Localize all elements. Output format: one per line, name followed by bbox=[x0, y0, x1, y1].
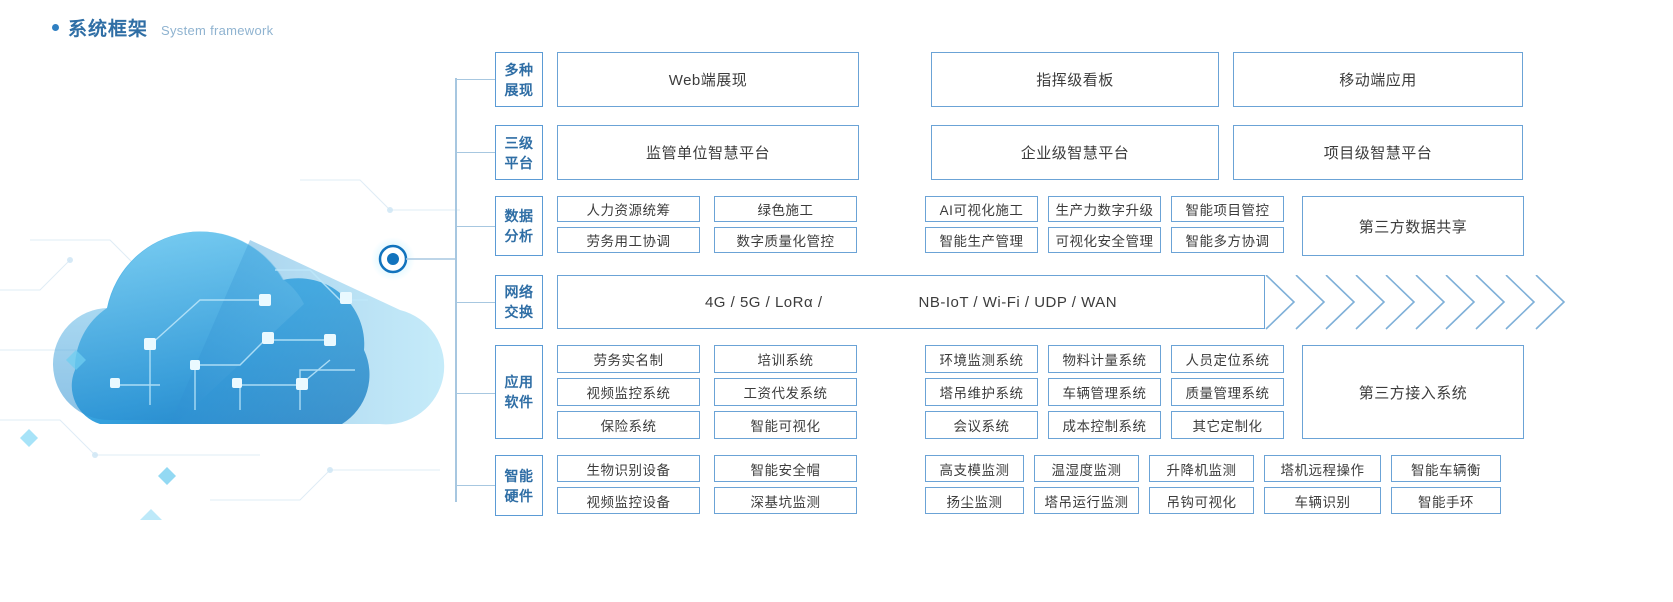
box-insurance-system[interactable]: 保险系统 bbox=[557, 411, 700, 439]
box-command-dashboard[interactable]: 指挥级看板 bbox=[931, 52, 1219, 107]
box-third-party-data-sharing[interactable]: 第三方数据共享 bbox=[1302, 196, 1524, 256]
box-labor-real-name[interactable]: 劳务实名制 bbox=[557, 345, 700, 373]
box-biometric-device[interactable]: 生物识别设备 bbox=[557, 455, 700, 482]
box-digital-quality-control[interactable]: 数字质量化管控 bbox=[714, 227, 857, 253]
row-display: 多种 展现 Web端展现 指挥级看板 移动端应用 bbox=[495, 52, 1523, 107]
box-video-surveillance-device[interactable]: 视频监控设备 bbox=[557, 487, 700, 514]
row-category-application-software: 应用 软件 bbox=[495, 345, 543, 439]
box-smart-wristband[interactable]: 智能手环 bbox=[1391, 487, 1501, 514]
box-other-customization[interactable]: 其它定制化 bbox=[1171, 411, 1284, 439]
box-personnel-positioning-system[interactable]: 人员定位系统 bbox=[1171, 345, 1284, 373]
page-title-cn: 系统框架 bbox=[68, 19, 149, 40]
box-enterprise-platform[interactable]: 企业级智慧平台 bbox=[931, 125, 1219, 180]
row-category-display: 多种 展现 bbox=[495, 52, 543, 107]
box-dust-monitoring[interactable]: 扬尘监测 bbox=[925, 487, 1024, 514]
connector-branch bbox=[455, 79, 495, 80]
row-category-smart-hardware: 智能 硬件 bbox=[495, 455, 543, 516]
box-temperature-humidity-monitoring[interactable]: 温湿度监测 bbox=[1034, 455, 1139, 482]
row-application-software: 应用 软件 劳务实名制 培训系统 环境监测系统 物料计量系统 人员定位系统 视频… bbox=[495, 345, 1522, 439]
box-smart-helmet[interactable]: 智能安全帽 bbox=[714, 455, 857, 482]
network-protocols-right: NB-IoT / Wi-Fi / UDP / WAN bbox=[918, 293, 1118, 311]
box-mobile-app[interactable]: 移动端应用 bbox=[1233, 52, 1523, 107]
box-deep-foundation-pit-monitoring[interactable]: 深基坑监测 bbox=[714, 487, 857, 514]
row-smart-hardware: 智能 硬件 生物识别设备 智能安全帽 高支模监测 温湿度监测 升降机监测 塔机远… bbox=[495, 455, 1670, 516]
row-category-platform: 三级 平台 bbox=[495, 125, 543, 180]
box-network-protocols: 4G / 5G / LoRα / NB-IoT / Wi-Fi / UDP / … bbox=[557, 275, 1265, 329]
box-conference-system[interactable]: 会议系统 bbox=[925, 411, 1038, 439]
box-environment-monitoring-system[interactable]: 环境监测系统 bbox=[925, 345, 1038, 373]
box-tower-crane-operation-monitoring[interactable]: 塔吊运行监测 bbox=[1034, 487, 1139, 514]
box-cost-control-system[interactable]: 成本控制系统 bbox=[1048, 411, 1161, 439]
connector-branch bbox=[455, 393, 495, 394]
row-platform: 三级 平台 监管单位智慧平台 企业级智慧平台 项目级智慧平台 bbox=[495, 125, 1523, 180]
box-payroll-system[interactable]: 工资代发系统 bbox=[714, 378, 857, 406]
row-category-data-analysis: 数据 分析 bbox=[495, 196, 543, 256]
connector-branch bbox=[455, 152, 495, 153]
box-smart-weighbridge[interactable]: 智能车辆衡 bbox=[1391, 455, 1501, 482]
page-title-en: System framework bbox=[161, 23, 274, 38]
connector-spine bbox=[455, 78, 457, 502]
bullet-dot-icon bbox=[52, 24, 59, 31]
cloud-network-illustration bbox=[0, 120, 470, 520]
connector-branch bbox=[455, 226, 495, 227]
box-smart-project-control[interactable]: 智能项目管控 bbox=[1171, 196, 1284, 222]
box-smart-production-management[interactable]: 智能生产管理 bbox=[925, 227, 1038, 253]
box-web-display[interactable]: Web端展现 bbox=[557, 52, 859, 107]
box-training-system[interactable]: 培训系统 bbox=[714, 345, 857, 373]
box-hoist-monitoring[interactable]: 升降机监测 bbox=[1149, 455, 1254, 482]
box-tower-crane-remote-operation[interactable]: 塔机远程操作 bbox=[1264, 455, 1381, 482]
box-productivity-digital-upgrade[interactable]: 生产力数字升级 bbox=[1048, 196, 1161, 222]
row-network: 网络 交换 4G / 5G / LoRα / NB-IoT / Wi-Fi / … bbox=[495, 275, 1265, 329]
connector-branch bbox=[455, 485, 495, 486]
box-visual-safety-management[interactable]: 可视化安全管理 bbox=[1048, 227, 1161, 253]
box-hook-visualization[interactable]: 吊钩可视化 bbox=[1149, 487, 1254, 514]
box-vehicle-management-system[interactable]: 车辆管理系统 bbox=[1048, 378, 1161, 406]
box-third-party-access-system[interactable]: 第三方接入系统 bbox=[1302, 345, 1524, 439]
box-quality-management-system[interactable]: 质量管理系统 bbox=[1171, 378, 1284, 406]
network-protocols-left: 4G / 5G / LoRα / bbox=[704, 293, 823, 311]
box-high-formwork-monitoring[interactable]: 高支模监测 bbox=[925, 455, 1024, 482]
box-smart-multiparty-coordination[interactable]: 智能多方协调 bbox=[1171, 227, 1284, 253]
page-title: 系统框架 System framework bbox=[52, 14, 273, 41]
box-ai-visual-construction[interactable]: AI可视化施工 bbox=[925, 196, 1038, 222]
box-video-surveillance-system[interactable]: 视频监控系统 bbox=[557, 378, 700, 406]
box-green-construction[interactable]: 绿色施工 bbox=[714, 196, 857, 222]
box-vehicle-recognition[interactable]: 车辆识别 bbox=[1264, 487, 1381, 514]
box-smart-visualization[interactable]: 智能可视化 bbox=[714, 411, 857, 439]
connector-branch bbox=[455, 302, 495, 303]
box-project-platform[interactable]: 项目级智慧平台 bbox=[1233, 125, 1523, 180]
row-data-analysis: 数据 分析 人力资源统筹 绿色施工 AI可视化施工 生产力数字升级 智能项目管控… bbox=[495, 196, 1522, 256]
box-supervision-platform[interactable]: 监管单位智慧平台 bbox=[557, 125, 859, 180]
row-category-network: 网络 交换 bbox=[495, 275, 543, 329]
box-material-metering-system[interactable]: 物料计量系统 bbox=[1048, 345, 1161, 373]
box-tower-crane-maintenance-system[interactable]: 塔吊维护系统 bbox=[925, 378, 1038, 406]
network-flow-chevrons bbox=[1264, 274, 1664, 331]
box-labor-coordination[interactable]: 劳务用工协调 bbox=[557, 227, 700, 253]
box-hr-coordination[interactable]: 人力资源统筹 bbox=[557, 196, 700, 222]
